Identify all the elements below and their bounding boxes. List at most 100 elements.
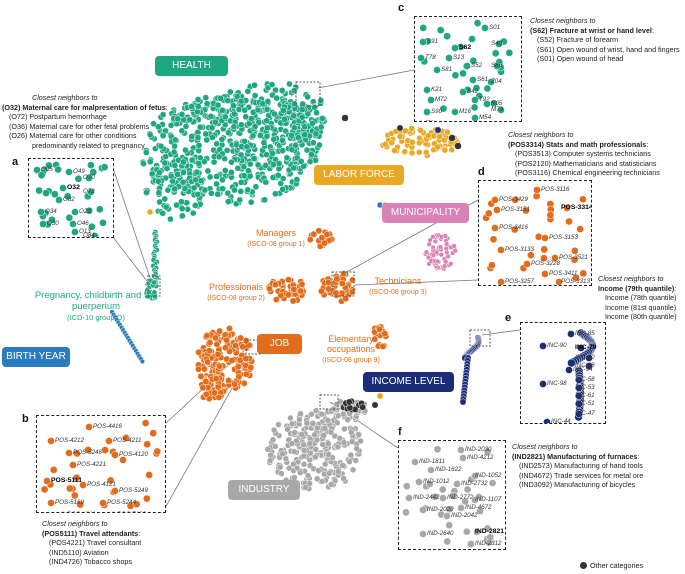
health-point — [224, 198, 232, 205]
annotation-d-item-3: (POS3116) Chemical engineering technicia… — [515, 168, 660, 178]
inset-f-label-point — [419, 530, 427, 538]
labor-point — [417, 127, 424, 134]
income-point — [459, 398, 467, 406]
health-point — [262, 162, 269, 169]
inset-c-point — [459, 69, 467, 78]
inset-f-label: IND-1052 — [475, 472, 502, 479]
inset-a-label-point — [37, 208, 45, 216]
health-point — [301, 123, 309, 131]
inset-c-label: M54 — [479, 114, 492, 121]
health-point — [143, 189, 150, 196]
inset-f-label: IND-2442 — [413, 494, 440, 501]
job-point — [195, 348, 203, 356]
job-point — [200, 365, 208, 373]
health-point — [140, 160, 147, 168]
other-point — [448, 134, 456, 142]
annotation-b-item-3: (IND4726) Tobacco shops — [49, 557, 132, 567]
industry-point — [333, 419, 341, 427]
inset-b-point — [65, 484, 74, 493]
group-pregnancy-title: Pregnancy, childbirth and the puerperium — [34, 290, 158, 312]
inset-a-point — [54, 165, 62, 174]
inset-b-label-point — [65, 449, 73, 457]
job-point — [206, 339, 214, 346]
group-technicians-title: Technicians — [374, 276, 422, 286]
point-clouds — [109, 80, 483, 492]
municipality-point — [438, 252, 444, 258]
industry-point — [334, 443, 342, 451]
group-professionals: Professionals (ISCO-08 group 2) — [196, 282, 276, 304]
annotation-e-item-1: Income (78th quantile) — [605, 293, 677, 303]
job-point — [321, 239, 328, 247]
industry-point — [291, 448, 298, 455]
health-point — [246, 172, 254, 180]
inset-c-label: T92 — [479, 96, 490, 103]
inset-b-point — [84, 446, 93, 454]
inset-c-label-point — [427, 96, 435, 104]
annotation-e-item-3: Income (80th quantile) — [605, 312, 677, 322]
inset-d-point — [579, 269, 588, 278]
inset-f-point — [463, 485, 472, 494]
industry-point — [340, 475, 347, 482]
health-point — [242, 113, 250, 121]
health-point — [279, 147, 287, 154]
inset-f-point — [476, 507, 484, 516]
labor-point — [388, 139, 395, 147]
industry-point — [270, 426, 278, 434]
inset-a-label-point — [87, 188, 95, 196]
health-point — [181, 185, 189, 193]
inset-c-label: I73 — [425, 120, 434, 121]
health-point — [156, 198, 163, 206]
labor-point — [402, 127, 409, 135]
health-point — [318, 115, 326, 122]
job-point — [272, 296, 280, 304]
industry-point — [264, 446, 272, 453]
industry-point — [346, 458, 353, 465]
job-point — [216, 327, 224, 335]
health-point — [251, 81, 258, 89]
municipality-point — [448, 261, 454, 267]
labor-cloud — [341, 114, 462, 209]
inset-c-label: S01 — [489, 24, 500, 31]
inset-d-point — [534, 232, 543, 241]
health-point — [312, 130, 320, 138]
inset-d-label: POS-3411 — [549, 270, 577, 277]
industry-point — [347, 451, 355, 459]
job-point — [197, 372, 205, 380]
legend: Other categories — [580, 561, 643, 570]
inset-f-point — [445, 521, 454, 530]
inset-b-label-point — [85, 423, 93, 431]
inset-c-label-point — [487, 78, 495, 86]
inset-e-label-point — [567, 330, 575, 338]
health-point — [224, 97, 232, 104]
inset-b-label: POS-4211 — [113, 437, 141, 444]
industry-point — [313, 436, 321, 444]
inset-d-label-point — [541, 270, 549, 278]
health-point — [171, 185, 179, 193]
municipality-point — [432, 238, 439, 245]
health-point — [237, 188, 245, 195]
health-point — [246, 160, 254, 168]
health-point — [188, 156, 196, 164]
labor-point — [408, 149, 416, 157]
health-point — [316, 141, 323, 149]
job-point — [376, 325, 384, 333]
industry-point — [306, 456, 314, 464]
health-point — [203, 136, 211, 144]
inset-a-label: O05 — [41, 166, 53, 173]
inset-b-label-point — [111, 451, 119, 459]
inset-c-label: S40 — [491, 40, 503, 47]
inset-b-label: POS-4311 — [67, 511, 95, 512]
inset-b-point — [70, 491, 79, 500]
group-elementary: Elementary occupations (ISCO-08 group 9) — [312, 334, 390, 366]
inset-c-label-point — [495, 40, 503, 48]
industry-point — [340, 439, 348, 446]
inset-e-label: INC-58 — [575, 376, 595, 383]
health-point — [179, 212, 186, 220]
inset-c-label-point — [451, 44, 459, 52]
pregnancy-point — [151, 279, 157, 286]
other-point — [371, 401, 379, 409]
group-pregnancy-sub: (ICD-10 group O) — [67, 313, 125, 322]
health-point — [154, 123, 162, 131]
health-point — [279, 175, 287, 182]
job-point — [298, 280, 306, 288]
